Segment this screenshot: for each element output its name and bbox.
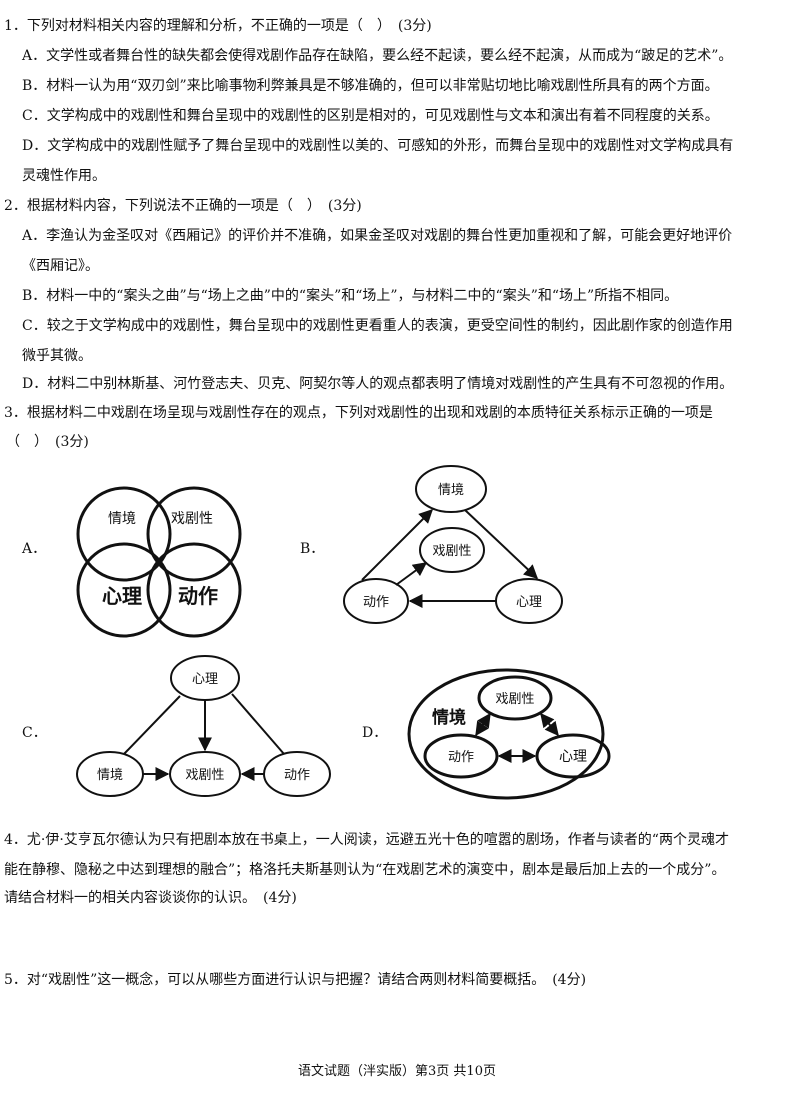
- diagram-b-psychology: 心理: [516, 595, 542, 610]
- diagram-a-circle-situation: [76, 486, 172, 582]
- diagram-d: [407, 668, 611, 800]
- q3-stem-cont: （ ） (3分): [6, 434, 89, 450]
- q4-stem-line3: 请结合材料一的相关内容谈谈你的认识。 (4分): [4, 890, 297, 906]
- q5-stem: 5．对“戏剧性”这一概念，可以从哪些方面进行认识与把握？请结合两则材料简要概括。…: [4, 972, 587, 988]
- q2-option-b: B．材料一中的“案头之曲”与“场上之曲”中的“案头”和“场上”，与材料二中的“案…: [22, 288, 679, 304]
- diagram-a: [76, 486, 242, 638]
- diagram-c-drama: 戏剧性: [185, 768, 224, 783]
- q1-option-b: B．材料一认为用“双刃剑”来比喻事物利弊兼具是不够准确的，但可以非常贴切地比喻戏…: [22, 78, 719, 94]
- diagram-d-psychology: 心理: [559, 749, 587, 765]
- diagram-b-action: 动作: [363, 595, 389, 610]
- diagram-a-circle-action: [146, 542, 242, 638]
- diagram-a-situation: 情境: [108, 511, 136, 527]
- diagram-a-action: 动作: [178, 584, 218, 608]
- q1-option-a: A．文学性或者舞台性的缺失都会使得戏剧作品存在缺陷，要么经不起读，要么经不起演，…: [22, 48, 733, 64]
- q2-option-a-cont: 《西厢记》。: [22, 258, 99, 274]
- diagram-b-node-situation: [415, 465, 487, 513]
- diagram-a-circle-drama: [146, 486, 242, 582]
- diagram-c-line-action-psychology: [231, 693, 285, 755]
- q2-option-c: C．较之于文学构成中的戏剧性，舞台呈现中的戏剧性更看重人的表演，更受空间性的制约…: [22, 318, 733, 334]
- q1-option-c: C．文学构成中的戏剧性和舞台呈现中的戏剧性的区别是相对的，可见戏剧性与文本和演出…: [22, 108, 719, 124]
- diagram-b-situation: 情境: [438, 483, 464, 498]
- diagram-d-node-action: [423, 733, 499, 779]
- q1-stem: 1．下列对材料相关内容的理解和分析，不正确的一项是（ ） (3分): [4, 18, 432, 34]
- diagram-c-action: 动作: [284, 768, 310, 783]
- diagram-a-psychology: 心理: [102, 584, 142, 608]
- diagram-b-arrow-action-drama: [395, 562, 428, 586]
- diagram-b-node-drama: [419, 527, 485, 573]
- diagram-a-circle-psychology: [76, 542, 172, 638]
- q2-stem: 2．根据材料内容，下列说法不正确的一项是（ ） (3分): [4, 198, 362, 214]
- diagram-b: [343, 465, 563, 624]
- diagram-d-node-drama: [477, 675, 553, 721]
- diagram-a-drama: 戏剧性: [171, 511, 213, 527]
- diagram-d-outer-situation: [407, 668, 605, 800]
- diagram-d-drama: 戏剧性: [495, 692, 534, 707]
- q1-option-d: D．文学构成中的戏剧性赋予了舞台呈现中的戏剧性以美的、可感知的外形，而舞台呈现中…: [22, 138, 734, 154]
- diagram-b-node-action: [343, 578, 409, 624]
- q2-option-a: A．李渔认为金圣叹对《西厢记》的评价并不准确，如果金圣叹对戏剧的舞台性更加重视和…: [22, 228, 733, 244]
- q4-stem-line2: 能在静穆、隐秘之中达到理想的融合”；格洛托夫斯基则认为“在戏剧艺术的演变中，剧本…: [4, 862, 726, 878]
- diagram-c-psychology: 心理: [192, 672, 218, 687]
- diagram-d-node-psychology: [535, 733, 611, 779]
- diagram-c-line-situation-psychology: [123, 695, 181, 755]
- diagram-d-situation: 情境: [432, 707, 466, 728]
- q2-option-c-cont: 微乎其微。: [22, 348, 92, 364]
- diagram-d-arrow-drama-psychology: [540, 712, 559, 737]
- q4-stem-line1: 4．尤·伊·艾亨瓦尔德认为只有把剧本放在书桌上，一人阅读，远避五光十色的喧嚣的剧…: [4, 832, 729, 848]
- diagram-d-action: 动作: [448, 750, 474, 765]
- q1-option-d-cont: 灵魂性作用。: [22, 168, 106, 184]
- q3-label-b: B．: [300, 541, 325, 557]
- page-footer: 语文试题（泮实版）第3页 共10页: [298, 1064, 496, 1079]
- q3-label-d: D．: [362, 725, 388, 741]
- q3-label-c: C．: [22, 725, 47, 741]
- diagram-c-node-drama: [169, 751, 241, 797]
- diagram-c-situation: 情境: [97, 768, 123, 783]
- q2-option-d: D．材料二中别林斯基、河竹登志夫、贝克、阿契尔等人的观点都表明了情境对戏剧性的产…: [22, 376, 734, 392]
- diagram-d-arrow-drama-action: [475, 712, 491, 737]
- q3-label-a: A．: [22, 541, 47, 557]
- diagram-c: [76, 655, 331, 797]
- diagram-b-arrow-situation-psychology: [464, 509, 539, 579]
- diagram-b-drama: 戏剧性: [432, 544, 471, 559]
- diagram-b-arrow-action-situation: [361, 509, 433, 581]
- q3-stem: 3．根据材料二中戏剧在场呈现与戏剧性存在的观点，下列对戏剧性的出现和戏剧的本质特…: [4, 405, 713, 421]
